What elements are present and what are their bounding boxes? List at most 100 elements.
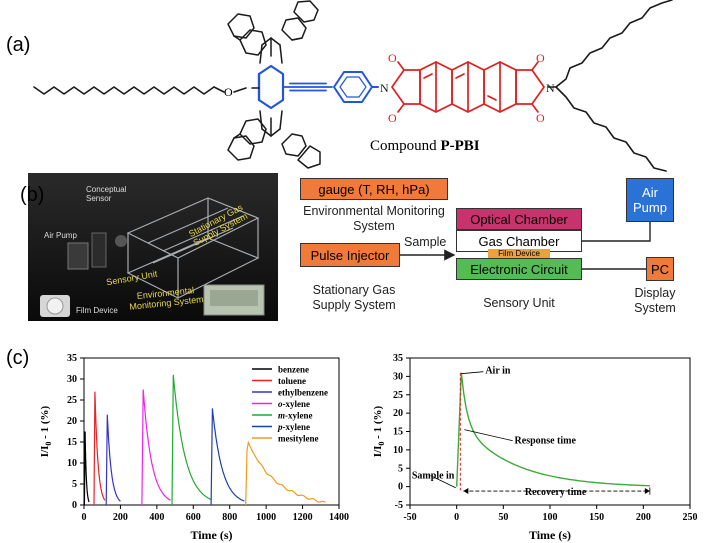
legend-entry: ethylbenzene xyxy=(278,388,328,398)
alkyne-linker xyxy=(282,82,333,92)
series-line-toluene xyxy=(93,391,106,506)
y-tick-label: 35 xyxy=(67,353,77,364)
y-tick-label: 30 xyxy=(67,374,77,385)
y-tick-label: 0 xyxy=(398,482,403,493)
x-tick-label: 1000 xyxy=(256,512,276,523)
x-axis-label: Time (s) xyxy=(190,528,232,542)
x-tick-label: 150 xyxy=(589,512,604,523)
svg-text:I/I0 - 1 (%): I/I0 - 1 (%) xyxy=(39,405,53,457)
y-tick-label: 5 xyxy=(398,463,403,474)
y-tick-label: 25 xyxy=(67,395,77,406)
x-tick-label: 100 xyxy=(543,512,558,523)
pulse-injector-box: Pulse Injector xyxy=(300,243,400,267)
photo-label-air-pump: Air Pump xyxy=(44,231,77,240)
legend-entry: o-xylene xyxy=(278,399,310,409)
compound-caption: Compound P-PBI xyxy=(370,138,480,155)
x-tick-label: 200 xyxy=(636,512,651,523)
annotation-sample-in: Sample in xyxy=(412,471,455,482)
y-tick-label: 15 xyxy=(67,437,77,448)
atom-oxygen-1: O xyxy=(388,51,397,65)
series-line-mesitylene xyxy=(245,440,326,506)
panel-b-label: (b) xyxy=(20,184,45,206)
x-tick-label: 250 xyxy=(683,512,698,523)
series-line-ethylbenzene xyxy=(105,414,121,506)
compound-prefix: Compound xyxy=(370,138,437,154)
atom-nitrogen-right: N xyxy=(546,81,555,95)
sample-label: Sample xyxy=(404,235,447,249)
air-in-pointer xyxy=(461,371,484,375)
y-tick-label: 15 xyxy=(393,427,403,438)
pc-box: PC xyxy=(646,257,674,281)
y-tick-label: 20 xyxy=(67,416,77,427)
alkyl-chain-right-upper xyxy=(555,0,673,88)
gauge-box: gauge (T, RH, hPa) xyxy=(300,178,448,200)
y-tick-label: 30 xyxy=(393,371,403,382)
response-curve xyxy=(456,372,650,487)
panel-c-label: (c) xyxy=(6,347,30,369)
annotation-response-time: Response time xyxy=(515,436,577,447)
atom-oxygen-4: O xyxy=(536,111,545,125)
env-monitoring-caption: Environmental Monitoring System xyxy=(303,204,445,233)
molecule-structure: O N N O O O O xyxy=(33,0,673,172)
x-tick-label: 0 xyxy=(454,512,459,523)
y-tick-label: 10 xyxy=(67,458,77,469)
stationary-gas-caption: Stationary Gas Supply System xyxy=(312,283,396,312)
atom-oxygen-3: O xyxy=(536,51,545,65)
x-tick-label: 200 xyxy=(113,512,128,523)
y-tick-label: 10 xyxy=(393,445,403,456)
y-tick-label: 5 xyxy=(72,479,77,490)
gas-to-pump-line xyxy=(582,222,651,242)
photo-label-conceptual-sensor: Conceptual Sensor xyxy=(86,185,127,203)
panel-a-label: (a) xyxy=(6,34,31,56)
series-line-benzene xyxy=(83,431,90,506)
x-tick-label: -50 xyxy=(403,512,416,523)
y-tick-label: -5 xyxy=(395,500,403,511)
legend-entry: toluene xyxy=(278,376,306,386)
sample-in-pointer xyxy=(430,475,456,489)
recovery-arrowhead-left xyxy=(463,488,469,495)
optical-chamber-box: Optical Chamber xyxy=(456,208,582,230)
setup-photo-drawing xyxy=(28,173,278,321)
air-pump-box: Air Pump xyxy=(626,178,674,222)
y-axis-label: I/I0 - 1 (%) xyxy=(39,405,53,457)
perylene-bisimide xyxy=(391,61,545,113)
alkyl-chain-right-lower xyxy=(555,86,667,172)
legend-entry: p-xylene xyxy=(277,422,310,432)
y-tick-label: 0 xyxy=(72,500,77,511)
x-axis-label: Time (s) xyxy=(529,528,571,542)
x-tick-label: 1400 xyxy=(329,512,349,523)
legend-entry: mesitylene xyxy=(278,434,319,444)
plot-frame xyxy=(409,357,691,506)
series-line-m-xylene xyxy=(171,374,212,506)
svg-text:I/I0 - 1 (%): I/I0 - 1 (%) xyxy=(372,405,386,457)
triptycene-bottom xyxy=(227,110,321,169)
annotation-recovery-time: Recovery time xyxy=(525,487,587,498)
triptycene-top xyxy=(227,0,319,64)
atom-oxygen-ether: O xyxy=(224,85,233,99)
y-tick-label: 20 xyxy=(393,408,403,419)
film-device-strip: Film Device xyxy=(488,249,550,258)
photo-label-film-device: Film Device xyxy=(76,306,118,315)
x-tick-label: 400 xyxy=(149,512,164,523)
atom-oxygen-2: O xyxy=(388,111,397,125)
x-tick-label: 50 xyxy=(498,512,508,523)
x-tick-label: 800 xyxy=(222,512,237,523)
series-line-p-xylene xyxy=(210,408,245,506)
electronic-circuit-box: Electronic Circuit xyxy=(456,258,582,280)
series-line-o-xylene xyxy=(141,389,171,506)
atom-nitrogen-left: N xyxy=(380,81,389,95)
x-tick-label: 600 xyxy=(186,512,201,523)
alkyl-chain-left xyxy=(33,86,215,95)
y-axis-label: I/I0 - 1 (%) xyxy=(372,405,386,457)
legend-entry: m-xylene xyxy=(278,411,313,421)
sensory-unit-caption: Sensory Unit xyxy=(483,296,555,310)
legend-entry: benzene xyxy=(278,365,309,375)
compound-name: P-PBI xyxy=(440,138,480,154)
recovery-arrowhead-right xyxy=(644,488,650,495)
y-tick-label: 35 xyxy=(393,353,403,364)
response-time-pointer xyxy=(464,429,513,442)
